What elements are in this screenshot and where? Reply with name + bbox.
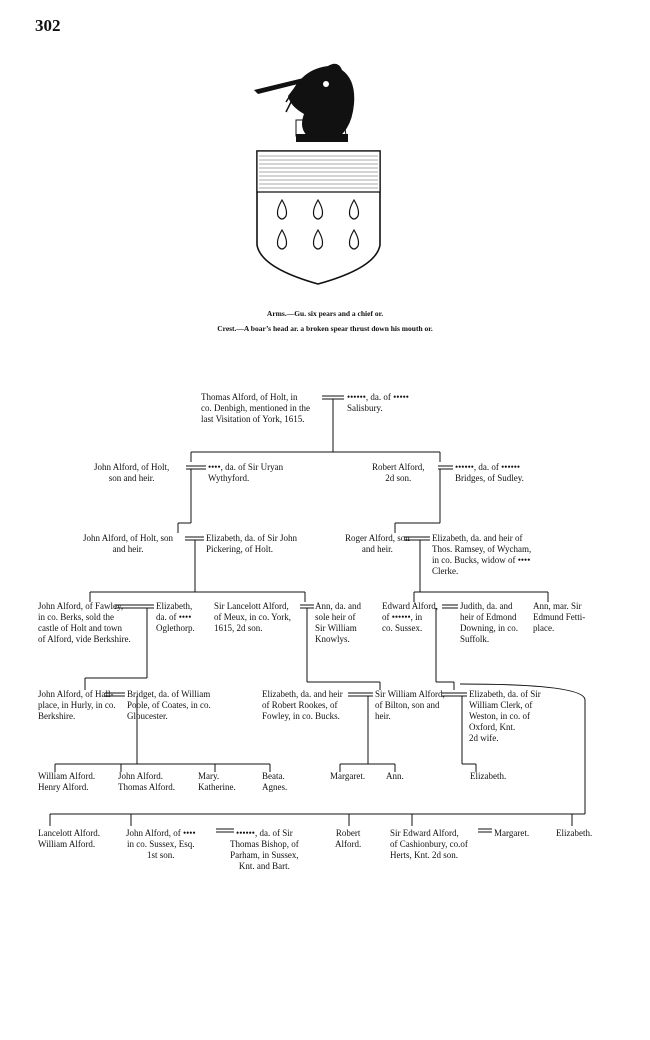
elizabeth-ramsey-entry: Elizabeth, da. and heir of Thos. Ramsey,… xyxy=(432,533,531,577)
john-alford-holt-son-entry: John Alford, of Holt, son and heir. xyxy=(83,533,173,555)
thomas-alford-wife-entry: ••••••, da. of ••••• Salisbury. xyxy=(347,392,409,414)
roger-alford-entry: Roger Alford, son and heir. xyxy=(345,533,410,555)
robert-alford-child-entry: Robert Alford. xyxy=(335,828,361,850)
judith-downing-entry: Judith, da. and heir of Edmond Downing, … xyxy=(460,601,518,645)
ann-knowlys-entry: Ann, da. and sole heir of Sir William Kn… xyxy=(315,601,361,645)
thomas-alford-entry: Thomas Alford, of Holt, in co. Denbigh, … xyxy=(201,392,310,425)
john-alford-hall-place-entry: John Alford, of Hall- place, in Hurly, i… xyxy=(38,689,116,722)
children-mary-katherine: Mary. Katherine. xyxy=(198,771,236,793)
child-margaret: Margaret. xyxy=(330,771,365,782)
sir-william-alford-entry: Sir William Alford, of Bilton, son and h… xyxy=(375,689,445,722)
bishop-daughter-entry: ••••••, da. of Sir Thomas Bishop, of Par… xyxy=(230,828,299,872)
children-lancelott-william: Lancelott Alford. William Alford. xyxy=(38,828,100,850)
john-alford-sussex-entry: John Alford, of •••• in co. Sussex, Esq.… xyxy=(126,828,196,861)
children-william-henry: William Alford. Henry Alford. xyxy=(38,771,95,793)
child-elizabeth: Elizabeth. xyxy=(470,771,506,782)
elizabeth-pickering-entry: Elizabeth, da. of Sir John Pickering, of… xyxy=(206,533,297,555)
child-ann: Ann. xyxy=(386,771,404,782)
lancelot-alford-entry: Sir Lancelott Alford, of Meux, in co. Yo… xyxy=(214,601,291,634)
children-beata-agnes: Beata. Agnes. xyxy=(262,771,287,793)
child-elizabeth-last: Elizabeth. xyxy=(556,828,592,839)
elizabeth-oglethorp-entry: Elizabeth, da. of •••• Oglethorp. xyxy=(156,601,195,634)
children-john-thomas: John Alford. Thomas Alford. xyxy=(118,771,175,793)
margaret-wife-entry: Margaret. xyxy=(494,828,529,839)
ann-fettiplace-entry: Ann, mar. Sir Edmund Fetti- place. xyxy=(533,601,585,634)
robert-alford-entry: Robert Alford, 2d son. xyxy=(372,462,425,484)
elizabeth-clerk-entry: Elizabeth, da. of Sir William Clerk, of … xyxy=(469,689,541,744)
edward-alford-entry: Edward Alford, of ••••••, in co. Sussex. xyxy=(382,601,438,634)
sir-edward-alford-entry: Sir Edward Alford, of Cashionbury, co.of… xyxy=(390,828,468,861)
elizabeth-rookes-entry: Elizabeth, da. and heir of Robert Rookes… xyxy=(262,689,343,722)
robert-alford-wife-entry: ••••••, da. of •••••• Bridges, of Sudley… xyxy=(455,462,524,484)
john-alford-fawley-entry: John Alford, of Fawley, in co. Berks, so… xyxy=(38,601,131,645)
john-alford-wife-entry: ••••, da. of Sir Uryan Wythyford. xyxy=(208,462,283,484)
bridget-poole-entry: Bridget, da. of William Poole, of Coates… xyxy=(127,689,211,722)
john-alford-holt-entry: John Alford, of Holt, son and heir. xyxy=(94,462,169,484)
